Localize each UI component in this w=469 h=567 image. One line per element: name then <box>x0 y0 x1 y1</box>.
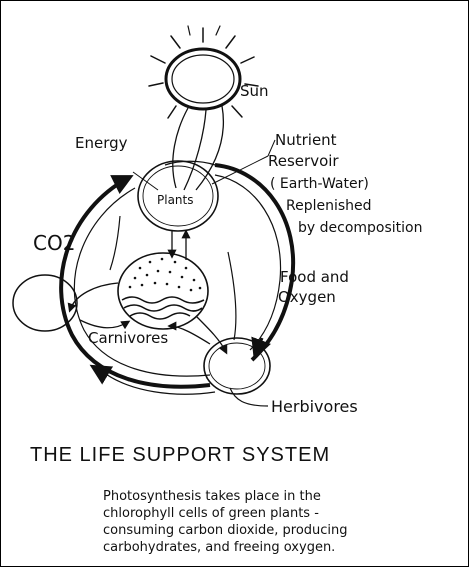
diagram-title: THE LIFE SUPPORT SYSTEM <box>30 444 330 466</box>
sun-icon <box>149 26 258 118</box>
co2-node <box>13 275 77 331</box>
plants-label: Plants <box>157 193 194 207</box>
caption-line-4: carbohydrates, and freeing oxygen. <box>103 540 335 555</box>
food-and-label: Food and <box>280 268 349 286</box>
energy-label: Energy <box>75 134 128 152</box>
oxygen-label: Oxygen <box>278 288 336 306</box>
soil-dots <box>129 258 202 292</box>
caption-line-3: consuming carbon dioxide, producing <box>103 523 348 538</box>
caption-line-2: chlorophyll cells of green plants - <box>103 506 319 521</box>
co2-label: CO2 <box>33 231 75 255</box>
sun-label: Sun <box>240 82 269 100</box>
earth-water-node <box>118 253 208 329</box>
nutrient-label: Nutrient <box>275 131 337 149</box>
earth-water-label: ( Earth-Water) <box>270 176 369 192</box>
carnivores-label: Carnivores <box>88 329 168 347</box>
herbivores-label: Herbivores <box>271 397 358 416</box>
caption-line-1: Photosynthesis takes place in the <box>103 489 321 504</box>
herbivores-node <box>204 338 270 394</box>
decomposition-label: by decomposition <box>298 220 422 236</box>
reservoir-label: Reservoir <box>268 152 339 170</box>
replenished-label: Replenished <box>286 198 372 214</box>
energy-rays <box>173 106 224 190</box>
